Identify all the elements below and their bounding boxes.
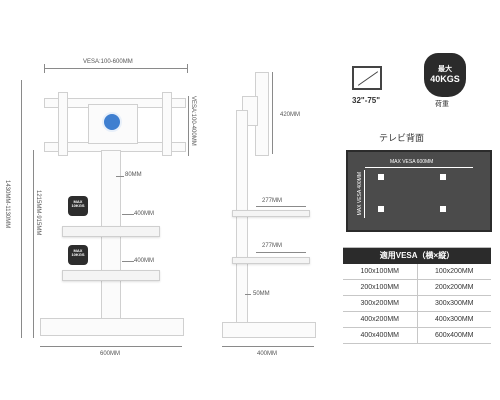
dim-line — [188, 96, 189, 156]
load-weight-icon: 最大 40KGS — [424, 53, 466, 97]
front-width-label: 600MM — [100, 351, 121, 357]
vesa-table: 適用VESA（横×縦） 100x100MM 100x200MM 200x100MM… — [343, 247, 491, 344]
table-cell: 100x100MM — [343, 264, 418, 279]
shelf-upper-label: 400MM — [134, 211, 155, 217]
body-height-label: 1215MM-915MM — [35, 190, 41, 236]
table-row: 300x200MM 300x300MM — [343, 296, 491, 312]
table-cell: 400x300MM — [434, 316, 474, 323]
dim-tick — [187, 64, 188, 73]
side-column — [236, 110, 248, 324]
screen-size-label: 32"-75" — [352, 96, 381, 105]
vesa-arm-right — [162, 92, 172, 156]
vesa-arm-left — [58, 92, 68, 156]
max-vesa-vertical-label: MAX VESA 400MM — [357, 172, 363, 216]
table-cell: 300x300MM — [434, 300, 474, 307]
side-shelf-lower-label: 277MM — [262, 243, 283, 249]
max-vesa-label: MAX VESA 600MM — [390, 159, 434, 165]
dim-line — [21, 80, 22, 338]
dim-line — [256, 252, 306, 253]
dim-line — [256, 206, 306, 207]
stand-base — [40, 318, 184, 336]
dim-line — [122, 261, 134, 262]
dim-line — [40, 346, 182, 347]
upper-shelf — [62, 226, 160, 237]
side-gap-label: 50MM — [253, 291, 270, 297]
vesa-hole — [440, 206, 446, 212]
dim-tick — [44, 64, 45, 73]
total-height-label: 1430MM-1130MM — [4, 180, 10, 229]
side-width-label: 400MM — [257, 351, 278, 357]
side-base — [222, 322, 316, 338]
side-top-label: 420MM — [280, 112, 301, 118]
vesa-hole — [440, 174, 446, 180]
table-row: 400x400MM 600x400MM — [343, 328, 491, 344]
vesa-hole — [378, 174, 384, 180]
table-row: 400x200MM 400x300MM — [343, 312, 491, 328]
vesa-vertical-label: VESA:100-400MM — [190, 96, 196, 146]
dim-line — [245, 294, 251, 295]
dim-line — [222, 346, 314, 347]
table-cell: 300x200MM — [343, 296, 418, 311]
dim-line — [272, 72, 273, 154]
dim-line — [116, 176, 124, 177]
vesa-hole — [378, 206, 384, 212]
gap-label: 80MM — [125, 172, 142, 178]
dim-line — [365, 167, 473, 168]
load-caption: 荷重 — [435, 101, 449, 108]
vesa-table-header: 適用VESA（横×縦） — [343, 248, 491, 264]
table-cell: 100x200MM — [434, 268, 474, 275]
dim-line — [122, 214, 134, 215]
shelf-lower-label: 400MM — [134, 258, 155, 264]
dim-line — [364, 170, 365, 218]
vesa-horizontal-label: VESA:100-600MM — [83, 59, 133, 65]
brand-logo-icon — [102, 112, 122, 132]
table-cell: 400x200MM — [343, 312, 418, 327]
screen-size-icon — [352, 66, 382, 90]
table-cell: 600x400MM — [434, 332, 474, 339]
table-row: 100x100MM 100x200MM — [343, 264, 491, 280]
side-lower-shelf — [232, 257, 310, 264]
side-upper-shelf — [232, 210, 310, 217]
dim-line — [33, 150, 34, 338]
side-shelf-upper-label: 277MM — [262, 198, 283, 204]
table-cell: 200x100MM — [343, 280, 418, 295]
tv-back-title: テレビ背面 — [379, 133, 425, 143]
tv-back-panel: MAX VESA 600MM MAX VESA 400MM — [346, 150, 492, 232]
table-row: 200x100MM 200x200MM — [343, 280, 491, 296]
dim-line — [44, 68, 188, 69]
table-cell: 400x400MM — [343, 328, 418, 343]
lower-shelf — [62, 270, 160, 281]
table-cell: 200x200MM — [434, 284, 474, 291]
